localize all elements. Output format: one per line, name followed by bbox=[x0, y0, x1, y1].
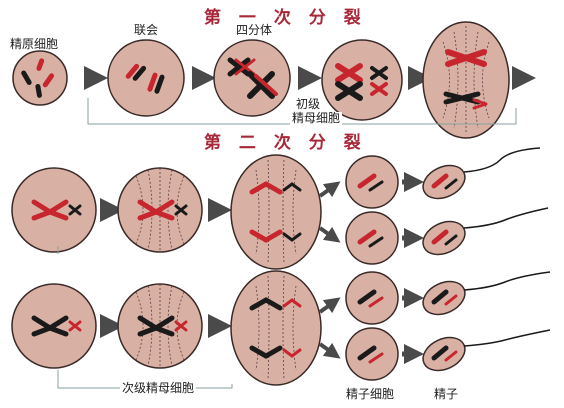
label-synapsis: 联会 bbox=[134, 23, 159, 37]
sperm-3 bbox=[422, 271, 551, 316]
sperm-2 bbox=[422, 207, 549, 256]
metaphase-i-cell bbox=[321, 39, 403, 121]
label-primary-spermatocyte-line2: 精母细胞 bbox=[290, 111, 343, 125]
tetrad-cell bbox=[213, 39, 291, 117]
label-spermatid: 精子细胞 bbox=[346, 387, 395, 401]
split-arrow-upper-top bbox=[318, 181, 341, 198]
second-division-title: 第 二 次 分 裂 bbox=[204, 133, 367, 153]
sperm-4 bbox=[422, 329, 551, 372]
split-arrow-lower-bottom bbox=[318, 342, 341, 359]
split-arrow-upper-bottom bbox=[318, 226, 341, 243]
metaphase-ii-lower bbox=[117, 283, 203, 369]
label-primary-spermatocyte-line1: 初级 bbox=[296, 97, 321, 111]
label-secondary-spermatocyte: 次级精母细胞 bbox=[120, 381, 197, 395]
label-spermatogonium: 精原细胞 bbox=[10, 37, 59, 51]
anaphase-ii-lower bbox=[230, 270, 322, 386]
label-tetrad: 四分体 bbox=[236, 23, 273, 37]
first-division-title: 第 一 次 分 裂 bbox=[204, 8, 367, 28]
spermatid-4 bbox=[345, 327, 399, 381]
spermatid-2 bbox=[345, 211, 399, 265]
anaphase-i-cell bbox=[422, 21, 510, 139]
split-arrow-lower-top bbox=[318, 297, 341, 314]
sperm-1 bbox=[422, 147, 541, 200]
metaphase-ii-upper bbox=[117, 167, 203, 253]
spermatogonium-cell bbox=[12, 50, 68, 106]
label-sperm: 精子 bbox=[434, 387, 459, 401]
spermatid-1 bbox=[345, 155, 399, 209]
spermatid-3 bbox=[345, 271, 399, 325]
secondary-spermatocyte-lower bbox=[11, 283, 97, 369]
anaphase-ii-upper bbox=[230, 154, 322, 270]
synapsis-cell bbox=[107, 39, 185, 117]
secondary-spermatocyte-upper bbox=[11, 167, 97, 253]
